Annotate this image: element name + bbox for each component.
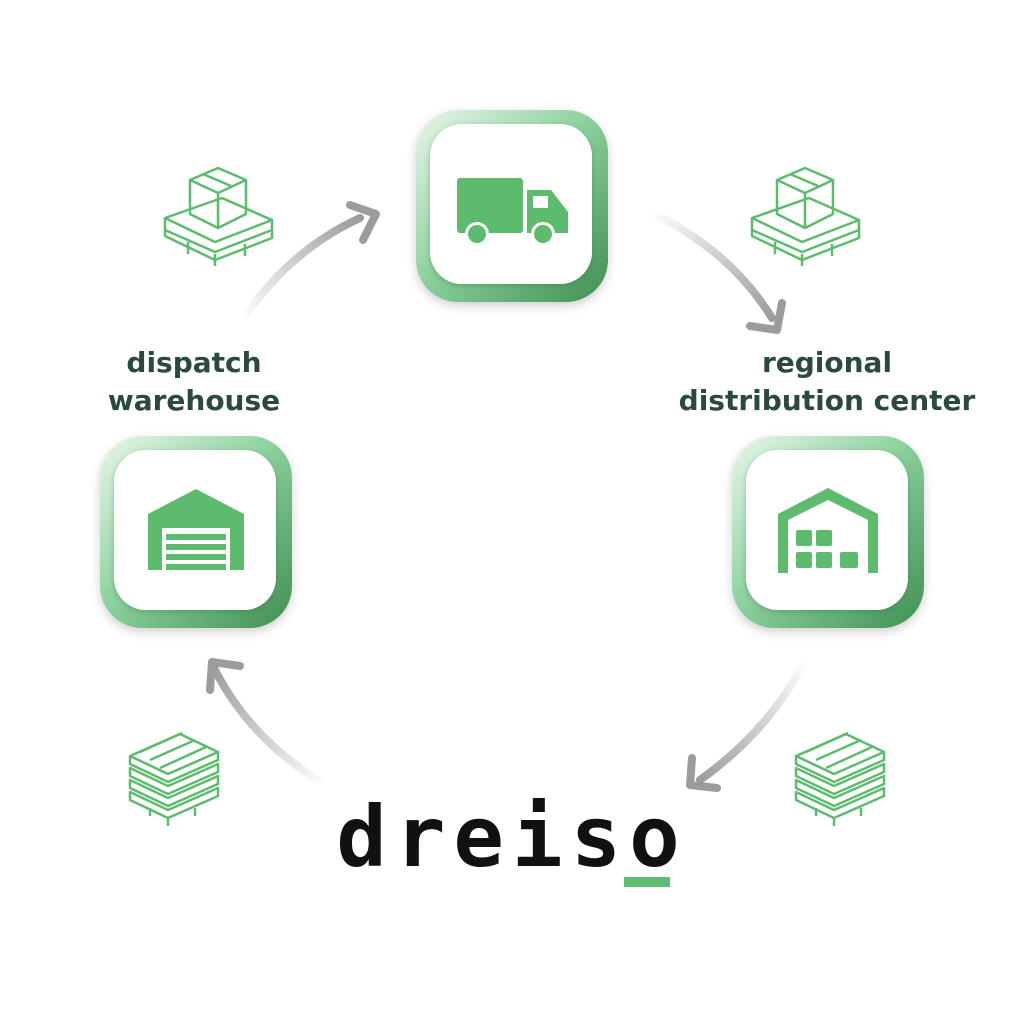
dispatch-warehouse-node: [100, 436, 292, 628]
arrow-truck-to-regional: [646, 208, 786, 334]
arrow-regional-to-brand: [686, 656, 809, 792]
dispatch-warehouse-label: dispatch warehouse: [84, 344, 304, 420]
stacked-pallets-icon: [128, 731, 220, 826]
dispatch-warehouse-label-line1: dispatch: [126, 346, 262, 379]
brand-underline-accent: [624, 877, 670, 887]
pallet-with-box-icon: [163, 166, 274, 266]
arrow-warehouse-to-truck: [238, 201, 380, 324]
regional-distribution-center-label: regional distribution center: [652, 344, 1002, 420]
regional-label-line1: regional: [761, 346, 893, 379]
truck-icon: [457, 178, 568, 246]
regional-distribution-center-node: [732, 436, 924, 628]
dispatch-tile-face: [114, 450, 276, 610]
truck-node: [416, 110, 608, 302]
warehouse-boxes-icon: [778, 488, 878, 573]
dispatch-warehouse-label-line2: warehouse: [107, 384, 281, 417]
stacked-pallets-icon: [794, 731, 886, 826]
warehouse-garage-door-icon: [148, 489, 244, 570]
brand-wordmark: dreiso: [336, 788, 687, 886]
regional-label-line2: distribution center: [678, 384, 976, 417]
pallet-with-box-icon: [750, 166, 861, 266]
arrow-brand-to-warehouse: [206, 658, 330, 789]
brand-logo: dreiso: [336, 788, 687, 887]
